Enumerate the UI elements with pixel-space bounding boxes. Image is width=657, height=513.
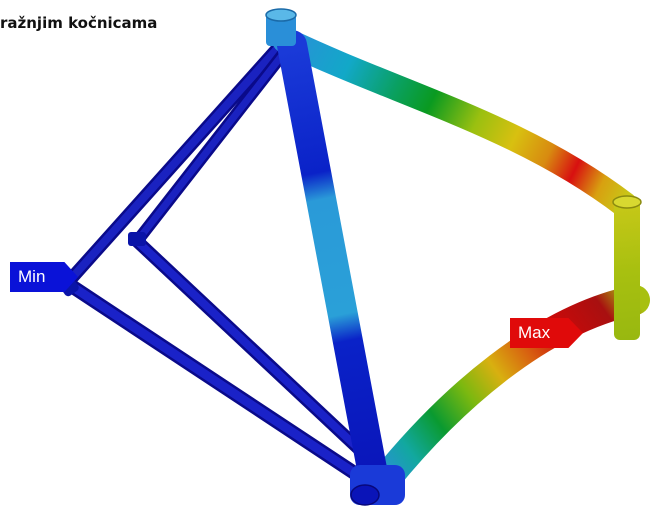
down-tube bbox=[370, 285, 650, 495]
chain-stays bbox=[63, 235, 372, 487]
head-tube bbox=[612, 195, 642, 340]
seat-stays bbox=[63, 33, 296, 287]
bottom-bracket bbox=[350, 465, 405, 506]
seat-collar bbox=[265, 8, 297, 46]
top-tube bbox=[272, 27, 638, 218]
page-title: ražnjim kočnicama bbox=[0, 14, 158, 32]
min-marker: Min bbox=[10, 262, 78, 292]
seat-tube bbox=[277, 30, 390, 500]
max-marker: Max bbox=[510, 318, 583, 348]
